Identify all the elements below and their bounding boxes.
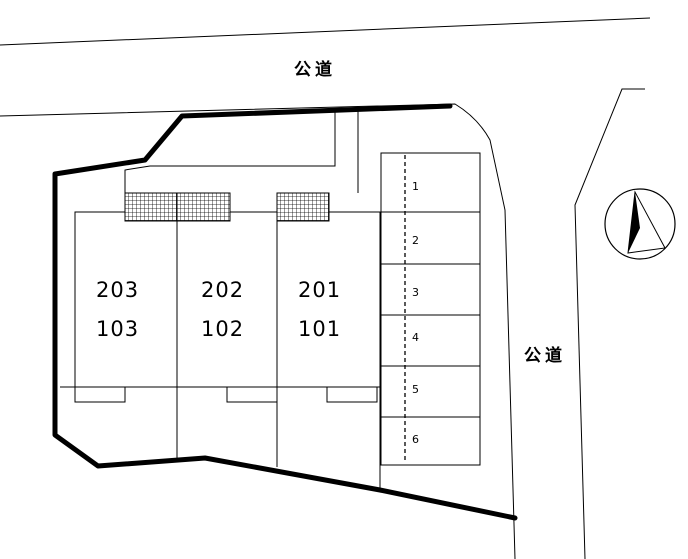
- parking-slot-1: 1: [412, 180, 419, 193]
- right-road-far-edge: [574, 88, 645, 559]
- unit-201-label: 201: [298, 278, 341, 302]
- base-line: [60, 386, 381, 490]
- entry-steps: [74, 387, 378, 403]
- parking-outline: [380, 152, 481, 466]
- unit-101-label: 101: [298, 317, 341, 341]
- property-boundary: [52, 103, 518, 521]
- parking-slot-6: 6: [412, 433, 419, 446]
- parking-slot-4: 4: [412, 331, 419, 344]
- unit-102-label: 102: [201, 317, 244, 341]
- parking-area: 1 2 3 4 5 6: [380, 152, 481, 466]
- road-edges: [0, 17, 651, 559]
- north-arrow-icon: [604, 188, 676, 260]
- unit-103-label: 103: [96, 317, 139, 341]
- right-road-label: 公道: [524, 345, 566, 366]
- driveway-outline: [124, 110, 359, 193]
- parking-slot-3: 3: [412, 286, 419, 299]
- unit-203-label: 203: [96, 278, 139, 302]
- top-road-upper-edge: [0, 17, 651, 46]
- parking-slot-5: 5: [412, 383, 419, 396]
- top-road-label: 公道: [294, 59, 336, 80]
- parking-slot-2: 2: [412, 234, 419, 247]
- unit-202-label: 202: [201, 278, 244, 302]
- top-road-lower-edge: [0, 103, 516, 559]
- building-block: 203 103 202 102 201 101: [60, 192, 381, 490]
- balcony-grid: [276, 192, 330, 222]
